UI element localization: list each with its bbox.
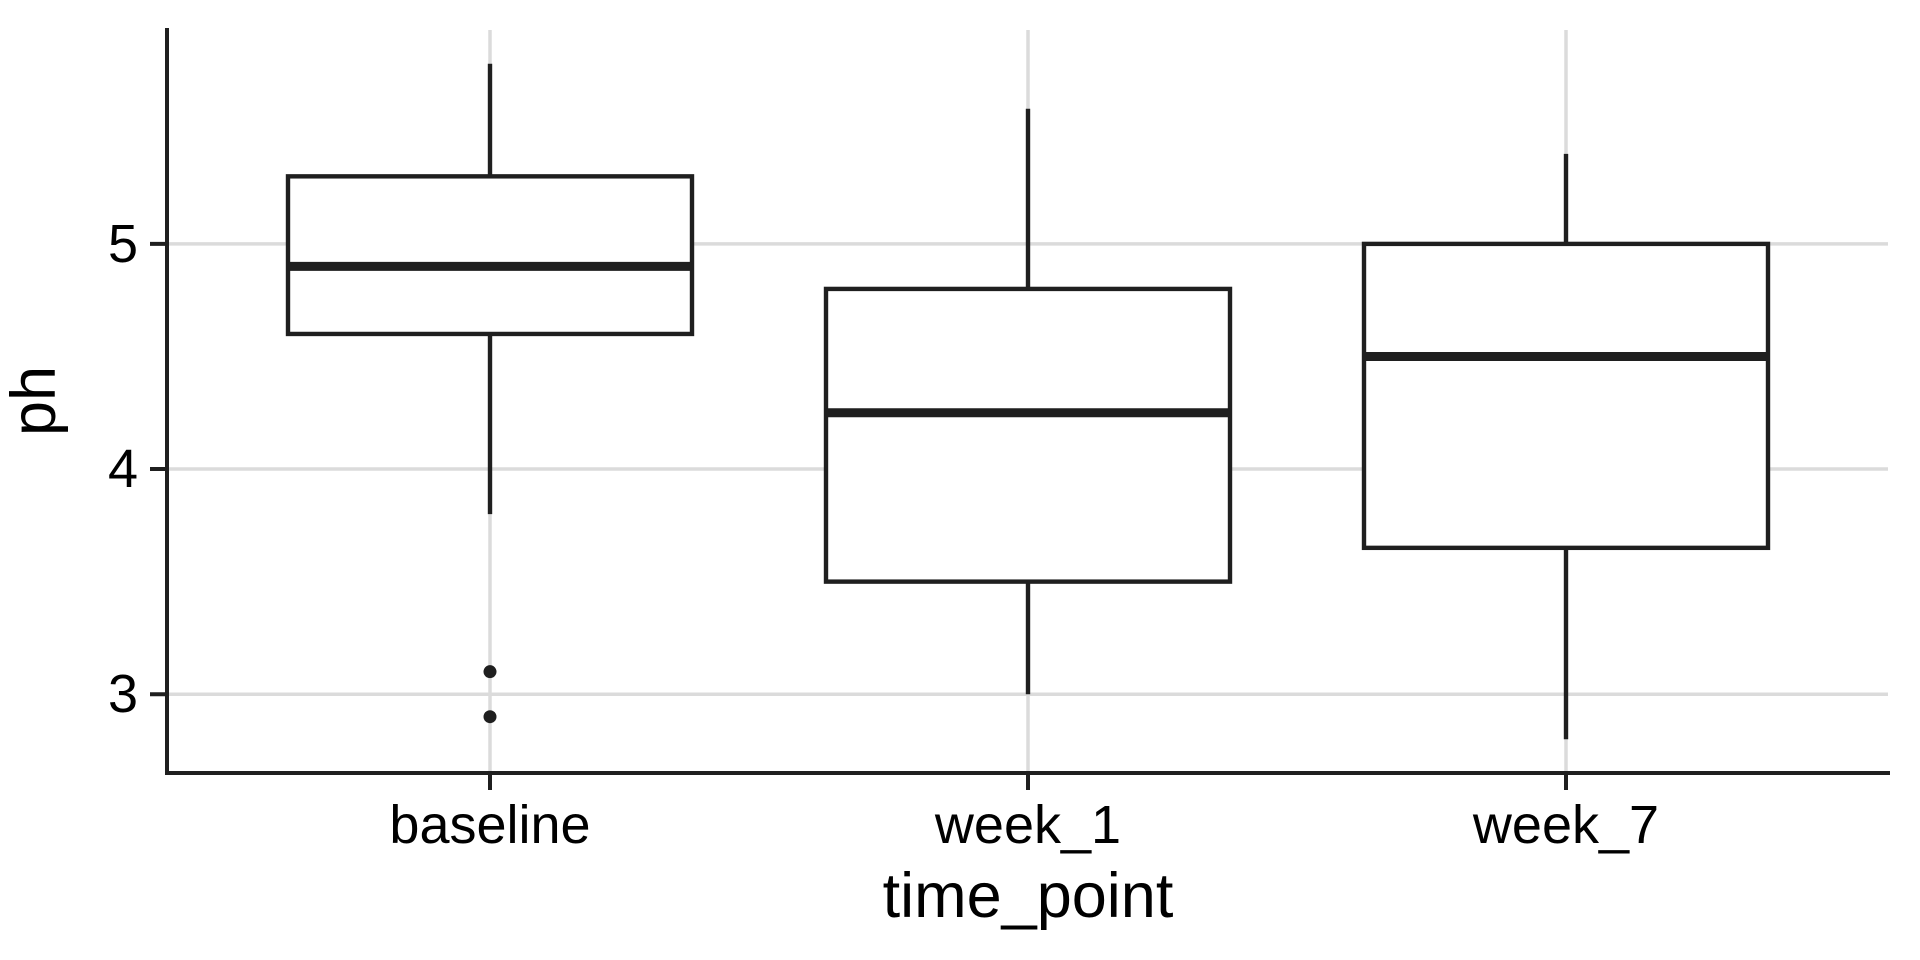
outlier-point-baseline [483,710,497,724]
iqr-box-baseline [285,174,695,337]
y-axis-title: ph [0,366,69,436]
y-tick-label-3: 3 [108,664,138,724]
y-tick-label-4: 4 [108,439,138,499]
boxplot-week_1 [823,108,1233,695]
x-tick-label-baseline: baseline [389,795,590,855]
y-tick-label-5: 5 [108,214,138,274]
x-tick-label-week_7: week_7 [1472,795,1659,855]
x-tick-label-week_1: week_1 [934,795,1121,855]
axis-tick-labels: 3 4 5 baseline week_1 week_7 [108,214,1659,855]
x-axis-title: time_point [883,861,1174,931]
iqr-box-week_7 [1361,241,1771,551]
iqr-box-week_1 [823,286,1233,584]
outlier-point-baseline [483,665,497,679]
boxplot-series [285,63,1771,740]
boxplot-baseline [285,63,695,724]
axis-tick-marks [150,241,1568,790]
boxplot-week_7 [1361,153,1771,740]
